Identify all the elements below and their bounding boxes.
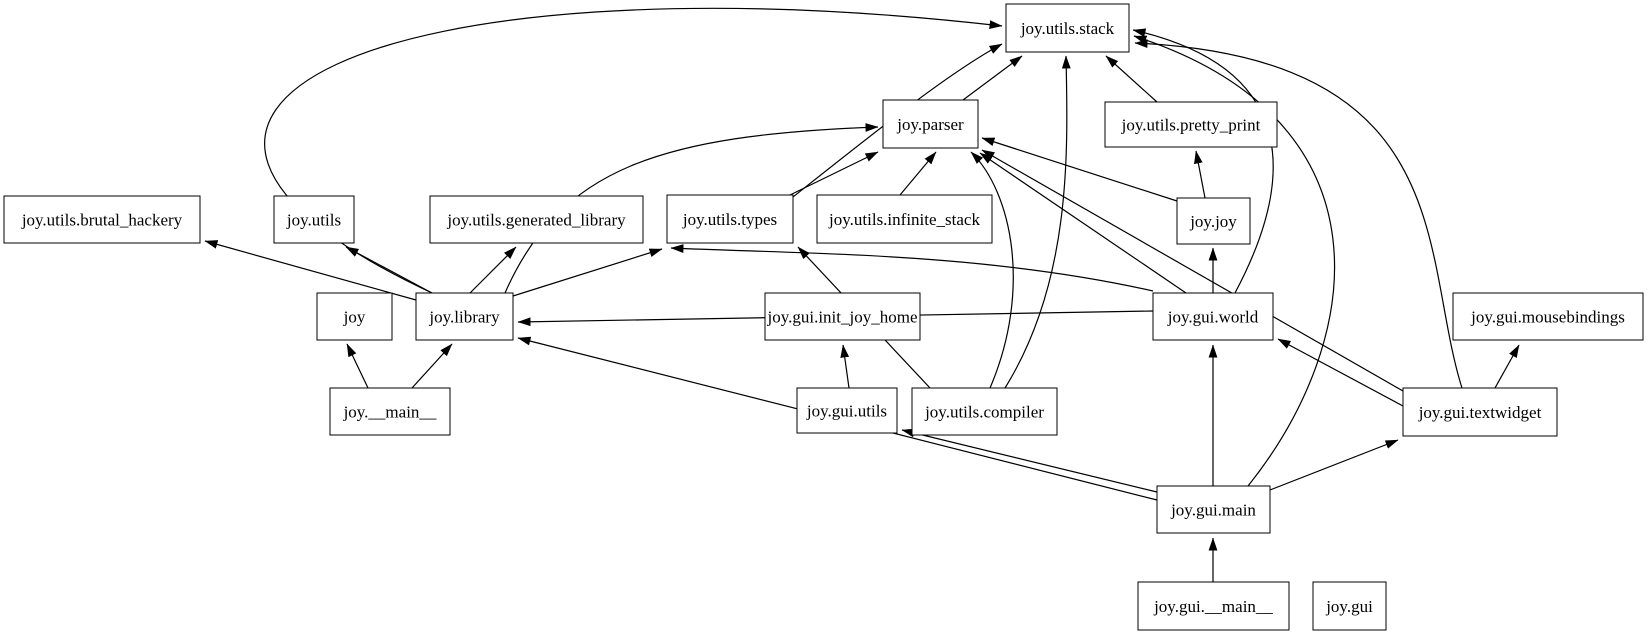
node-joy_utils_stack: joy.utils.stack — [1005, 3, 1130, 53]
node-box-joy_gui_main_dunder — [1137, 581, 1290, 631]
node-label-joy_gui_world: joy.gui.world — [1167, 308, 1259, 327]
node-box-joy_parser — [882, 99, 979, 149]
node-box-joy_gui_init_joy_home — [764, 292, 921, 341]
edge-joy_library-to-joy_utils_brutal_hackery — [204, 240, 417, 301]
edge-joy_library-to-joy_utils_stack — [264, 7, 1003, 294]
edge-joy_gui_main-to-joy_gui_utils — [901, 428, 1158, 493]
node-label-joy_utils_pretty_print: joy.utils.pretty_print — [1121, 116, 1261, 135]
edge-joy_utils_infinite_stack-to-joy_parser — [899, 151, 937, 196]
node-box-joy_gui_world — [1152, 292, 1274, 341]
node-label-joy_gui_mousebindings: joy.gui.mousebindings — [1470, 308, 1625, 327]
edge-joy_gui_textwidget-to-joy_parser — [981, 149, 1404, 392]
node-label-joy_gui_main_dunder: joy.gui.__main__ — [1153, 597, 1273, 616]
node-box-joy_gui_utils — [796, 387, 898, 434]
node-label-joy_gui_textwidget: joy.gui.textwidget — [1418, 403, 1542, 422]
node-joy_utils: joy.utils — [273, 195, 355, 244]
edge-joy_main-to-joy_library — [411, 343, 453, 389]
node-joy_main: joy.__main__ — [329, 387, 451, 436]
edge-joy_gui_textwidget-to-joy_gui_world — [1277, 338, 1404, 407]
edge-joy_gui_world-to-joy_parser — [979, 152, 1187, 294]
node-label-joy_gui: joy.gui — [1325, 597, 1373, 616]
node-label-joy: joy — [343, 308, 366, 327]
node-box-joy_gui — [1312, 581, 1387, 631]
node-box-joy_joy — [1176, 197, 1251, 245]
node-box-joy_utils_types — [666, 194, 794, 244]
node-label-joy_gui_utils: joy.gui.utils — [806, 402, 887, 421]
node-joy_gui_main: joy.gui.main — [1156, 485, 1271, 534]
node-label-joy_parser: joy.parser — [896, 115, 964, 134]
edge-joy_main-to-joy — [346, 343, 369, 389]
edge-joy_utils_compiler-to-joy_parser — [970, 151, 1014, 389]
node-box-joy_utils_infinite_stack — [816, 194, 993, 244]
node-joy_gui_mousebindings: joy.gui.mousebindings — [1452, 292, 1644, 341]
edge-joy_gui_main-to-joy_gui_textwidget — [1269, 439, 1399, 491]
edge-joy_parser-to-joy_utils_stack — [962, 55, 1023, 101]
node-label-joy_gui_init_joy_home: joy.gui.init_joy_home — [766, 308, 917, 327]
node-box-joy_utils_stack — [1005, 3, 1130, 53]
node-box-joy_main — [329, 387, 451, 436]
edge-joy_library-to-joy_parser — [504, 123, 879, 294]
node-joy_utils_types: joy.utils.types — [666, 194, 794, 244]
edge-joy_gui_utils-to-joy_gui_init_joy_home — [840, 344, 850, 389]
node-joy_gui_init_joy_home: joy.gui.init_joy_home — [764, 292, 921, 341]
edge-joy_gui_main-to-joy_utils_stack — [1133, 35, 1336, 487]
edge-joy_library-to-joy_utils_generated_library — [469, 246, 517, 294]
node-joy_parser: joy.parser — [882, 99, 979, 149]
node-joy_utils_infinite_stack: joy.utils.infinite_stack — [816, 194, 993, 244]
edge-joy_gui_world-to-joy_utils_stack — [1132, 28, 1274, 294]
node-label-joy_utils_generated_library: joy.utils.generated_library — [446, 211, 626, 230]
node-label-joy_joy: joy.joy — [1189, 212, 1237, 231]
node-label-joy_utils_stack: joy.utils.stack — [1020, 19, 1115, 38]
edge-joy_library-to-joy_utils_types — [512, 248, 663, 297]
edge-joy_gui_world-to-joy_utils_types — [670, 244, 1154, 292]
node-box-joy_utils_brutal_hackery — [3, 195, 201, 244]
node-joy_joy: joy.joy — [1176, 197, 1251, 245]
node-label-joy_gui_main: joy.gui.main — [1170, 501, 1256, 520]
node-joy_gui_textwidget: joy.gui.textwidget — [1402, 387, 1558, 437]
node-label-joy_main: joy.__main__ — [343, 403, 437, 422]
node-joy_gui_utils: joy.gui.utils — [796, 387, 898, 434]
edge-joy_joy-to-joy_utils_pretty_print — [1194, 150, 1206, 199]
node-box-joy_gui_main — [1156, 485, 1271, 534]
edge-joy_utils_compiler-to-joy_utils_stack — [1004, 55, 1071, 389]
node-box-joy_library — [415, 292, 514, 341]
node-joy_utils_brutal_hackery: joy.utils.brutal_hackery — [3, 195, 201, 244]
node-box-joy_utils_pretty_print — [1104, 101, 1278, 148]
node-joy_utils_pretty_print: joy.utils.pretty_print — [1104, 101, 1278, 148]
node-box-joy_gui_mousebindings — [1452, 292, 1644, 341]
node-label-joy_utils_brutal_hackery: joy.utils.brutal_hackery — [21, 211, 183, 230]
edge-joy_joy-to-joy_parser — [981, 137, 1178, 202]
node-box-joy_utils — [273, 195, 355, 244]
node-label-joy_utils: joy.utils — [286, 211, 341, 230]
node-label-joy_utils_infinite_stack: joy.utils.infinite_stack — [828, 210, 980, 229]
node-joy_utils_generated_library: joy.utils.generated_library — [429, 195, 644, 244]
node-joy_gui: joy.gui — [1312, 581, 1387, 631]
nodes-layer: joy.utils.stack joy.parser joy.utils.prett… — [3, 3, 1644, 631]
node-joy_gui_main_dunder: joy.gui.__main__ — [1137, 581, 1290, 631]
node-box-joy_gui_textwidget — [1402, 387, 1558, 437]
node-box-joy_utils_compiler — [911, 387, 1058, 436]
edge-joy_utils_pretty_print-to-joy_utils_stack — [1105, 55, 1158, 103]
node-joy: joy — [316, 292, 393, 341]
node-box-joy_utils_generated_library — [429, 195, 644, 244]
node-joy_library: joy.library — [415, 292, 514, 341]
node-joy_gui_world: joy.gui.world — [1152, 292, 1274, 341]
node-label-joy_library: joy.library — [428, 308, 500, 327]
node-label-joy_utils_types: joy.utils.types — [682, 210, 777, 229]
edge-joy_gui_textwidget-to-joy_gui_mousebindings — [1494, 344, 1520, 389]
node-joy_utils_compiler: joy.utils.compiler — [911, 387, 1058, 436]
node-label-joy_utils_compiler: joy.utils.compiler — [924, 403, 1044, 422]
node-box-joy — [316, 292, 393, 341]
edge-joy_gui_textwidget-to-joy_utils_stack — [1134, 39, 1463, 389]
